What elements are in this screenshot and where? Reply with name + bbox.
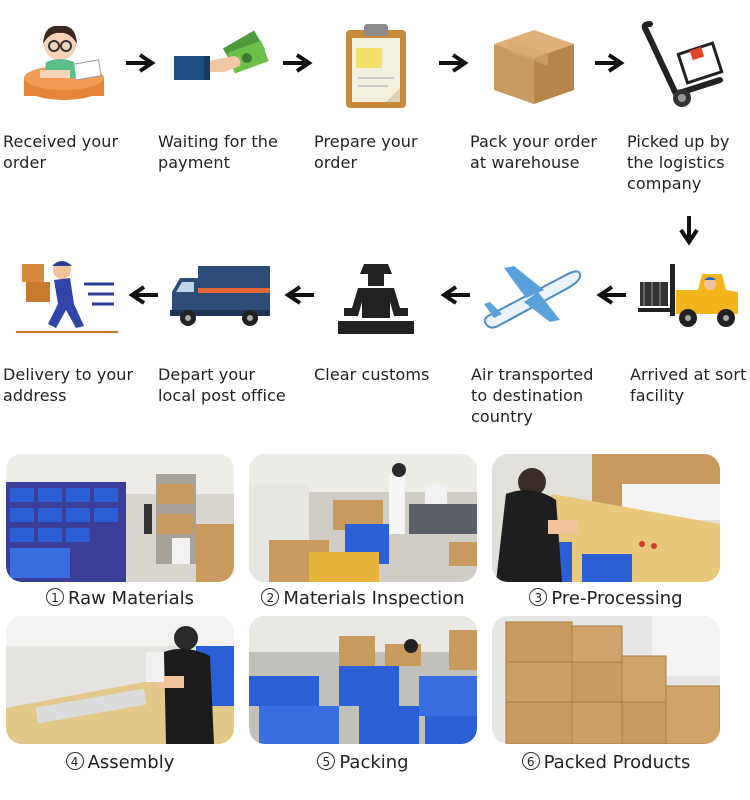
step-caption-air: Air transported to destination country: [471, 365, 594, 426]
step-number: 6: [521, 752, 540, 770]
step-number: 3: [529, 588, 548, 606]
clipboard-icon: [336, 18, 416, 112]
delivery-truck-icon: [168, 262, 272, 328]
step-number: 5: [317, 752, 336, 770]
right-arrow-icon: [126, 53, 156, 73]
hand-truck-icon: [636, 18, 732, 110]
step-caption-pack: Pack your order at warehouse: [470, 132, 598, 172]
step-caption-sort: Arrived at sort facility: [630, 365, 747, 405]
step-caption-received: Received your order: [3, 132, 119, 172]
left-arrow-icon: [284, 285, 314, 305]
right-arrow-icon: [595, 53, 625, 73]
photo-materials-inspection: [249, 454, 477, 582]
right-arrow-icon: [439, 53, 469, 73]
step-caption-delivery: Delivery to your address: [3, 365, 134, 405]
cardboard-box-icon: [486, 20, 582, 110]
airplane-icon: [478, 258, 584, 334]
step-number: 4: [65, 752, 84, 770]
photo-raw-materials: [6, 454, 234, 582]
photo-assembly: [6, 616, 234, 744]
forklift-icon: [636, 262, 742, 330]
step-number: 1: [45, 588, 64, 606]
left-arrow-icon: [596, 285, 626, 305]
step-caption-payment: Waiting for the payment: [158, 132, 278, 172]
left-arrow-icon: [440, 285, 470, 305]
customs-officer-icon: [334, 256, 418, 336]
step-caption-depart: Depart your local post office: [158, 365, 286, 405]
photo-pre-processing: [492, 454, 720, 582]
photo-packing: [249, 616, 477, 744]
step-caption-prepare: Prepare your order: [314, 132, 418, 172]
girl-writing-icon: [10, 18, 118, 110]
step-caption-customs: Clear customs: [314, 365, 430, 384]
left-arrow-icon: [128, 285, 158, 305]
down-arrow-icon: [679, 216, 699, 246]
step-caption-picked: Picked up by the logistics company: [627, 132, 730, 193]
photo-packed-products: [492, 616, 720, 744]
courier-running-icon: [14, 254, 118, 336]
right-arrow-icon: [283, 53, 313, 73]
hand-money-icon: [170, 28, 270, 98]
step-number: 2: [261, 588, 280, 606]
